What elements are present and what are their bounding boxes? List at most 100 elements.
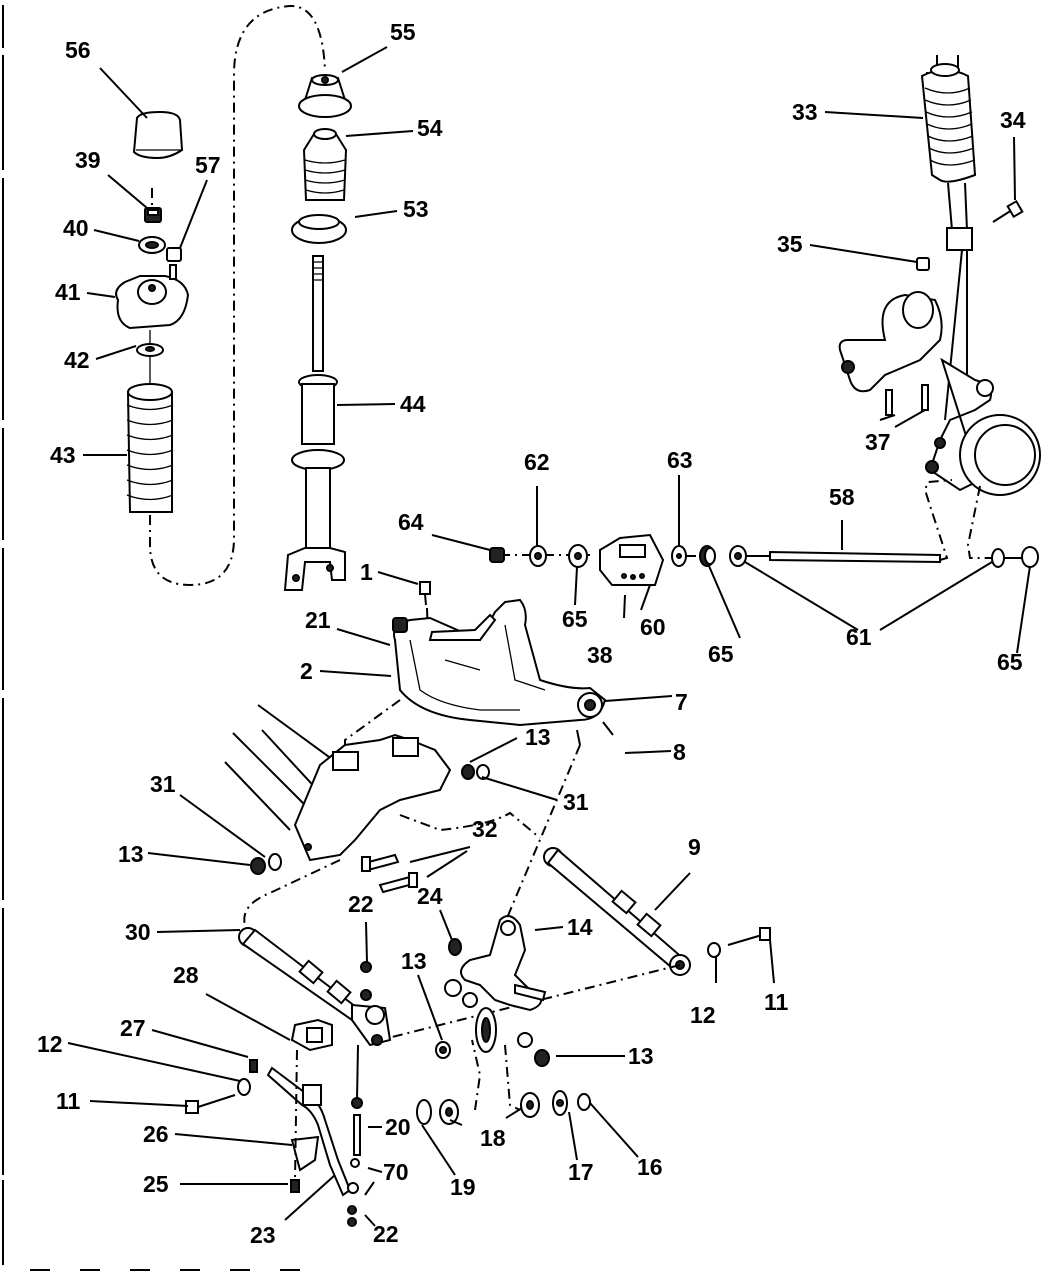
callout-58: 58 (829, 484, 855, 510)
callout-31-b: 31 (563, 789, 589, 815)
assembly-path-line (344, 699, 401, 800)
bushing-65c-part (1021, 546, 1039, 568)
bolt-27-part (249, 1059, 258, 1073)
cotter-pin-8-part (576, 721, 614, 746)
stabilizer-bar-23-part (266, 1066, 352, 1197)
washer-12b-part (237, 1078, 251, 1096)
callout-16: 16 (637, 1154, 663, 1180)
callout-35: 35 (777, 231, 803, 257)
callout-65-c: 65 (997, 649, 1023, 675)
callout-19: 19 (450, 1174, 476, 1200)
nut-35-part (916, 257, 930, 271)
retainer-61a-part (729, 545, 747, 567)
callout-26: 26 (143, 1121, 169, 1147)
callout-20: 20 (385, 1114, 411, 1140)
callout-22-b: 22 (373, 1221, 399, 1247)
callout-13-b: 13 (118, 841, 144, 867)
retainer-61b-part (991, 548, 1005, 568)
assembly-path-line (149, 4, 326, 587)
washer-31a-part-nut-13b (250, 853, 282, 875)
callout-30: 30 (125, 919, 151, 945)
bushing-65a-part (568, 544, 588, 568)
callout-65-a: 65 (562, 606, 588, 632)
nut-22a-part (360, 961, 372, 1001)
bolts-37-part (885, 384, 929, 416)
nut-57-part (166, 247, 182, 262)
nut-64-part (489, 547, 505, 563)
assembly-path-line (471, 1039, 482, 1111)
link-20-part (347, 1044, 363, 1227)
lateral-link-9-part (543, 847, 691, 976)
callout-9: 9 (688, 834, 701, 860)
bolts-32-part (361, 853, 418, 894)
tension-strut-58-part (746, 550, 941, 564)
knuckle-hub-part (838, 291, 1041, 496)
callout-44: 44 (400, 391, 426, 417)
callout-53: 53 (403, 196, 429, 222)
washer-12a-part (707, 942, 721, 958)
callout-18: 18 (480, 1125, 506, 1151)
callout-13-d: 13 (628, 1043, 654, 1069)
nut-24-part (448, 938, 462, 956)
callout-17: 17 (568, 1159, 594, 1185)
callout-61: 61 (846, 624, 872, 650)
callout-28: 28 (173, 962, 199, 988)
callout-21: 21 (305, 607, 331, 633)
knuckle-14-part (444, 915, 547, 1053)
shock-absorber-44-part (283, 255, 346, 591)
screw-38-part (623, 594, 626, 619)
dust-cap-part (132, 110, 184, 160)
nut-13c-part (435, 1041, 451, 1059)
callout-1: 1 (360, 559, 373, 585)
bolt-11b-part (185, 1094, 236, 1114)
nut-13d-part (534, 1049, 550, 1067)
callout-38: 38 (587, 642, 613, 668)
callout-2: 2 (300, 658, 313, 684)
callout-55: 55 (390, 19, 416, 45)
callout-70: 70 (383, 1159, 409, 1185)
callout-27: 27 (120, 1015, 146, 1041)
lateral-link-30-part (238, 927, 392, 1047)
retainer-19-part (416, 1099, 432, 1125)
callout-14: 14 (567, 914, 593, 940)
assembly-path-line (966, 485, 995, 559)
strut-assembly-33-part (920, 55, 977, 421)
callout-41: 41 (55, 279, 81, 305)
callout-57: 57 (195, 152, 221, 178)
washer-62-part (529, 545, 547, 567)
spring-seat-53-part (291, 214, 347, 244)
callout-labels: 56 55 54 53 39 57 40 41 42 43 44 33 34 3… (37, 19, 1026, 1248)
bushing-65b-part (699, 545, 716, 567)
nut-39-part (144, 207, 162, 223)
upper-control-arm-2-part (392, 598, 607, 727)
callout-7: 7 (675, 689, 688, 715)
assembly-path-line (399, 811, 541, 839)
bolt-11a-part (727, 927, 771, 946)
callout-12-b: 12 (37, 1031, 63, 1057)
washer-42-part (136, 343, 164, 357)
callout-43: 43 (50, 442, 76, 468)
callout-31-a: 31 (150, 771, 176, 797)
upper-insulator-55-part (298, 74, 352, 118)
jounce-bumper-54-part (302, 128, 348, 201)
assembly-path-line (923, 479, 953, 561)
callout-56: 56 (65, 37, 91, 63)
callout-25: 25 (143, 1171, 169, 1197)
callout-54: 54 (417, 115, 443, 141)
assembly-path-line (243, 859, 341, 926)
callout-11-a: 11 (764, 989, 789, 1015)
callout-39: 39 (75, 147, 101, 173)
callout-32: 32 (472, 816, 498, 842)
callout-65-b: 65 (708, 641, 734, 667)
bracket-60-part (599, 533, 665, 586)
assembly-path-line (506, 744, 581, 919)
bushing-18a-part (439, 1099, 459, 1125)
callout-24: 24 (417, 883, 443, 909)
callout-23: 23 (250, 1222, 276, 1248)
callout-11-b: 11 (56, 1088, 81, 1114)
callout-8: 8 (673, 739, 686, 765)
callout-22-a: 22 (348, 891, 374, 917)
callout-64: 64 (398, 509, 424, 535)
